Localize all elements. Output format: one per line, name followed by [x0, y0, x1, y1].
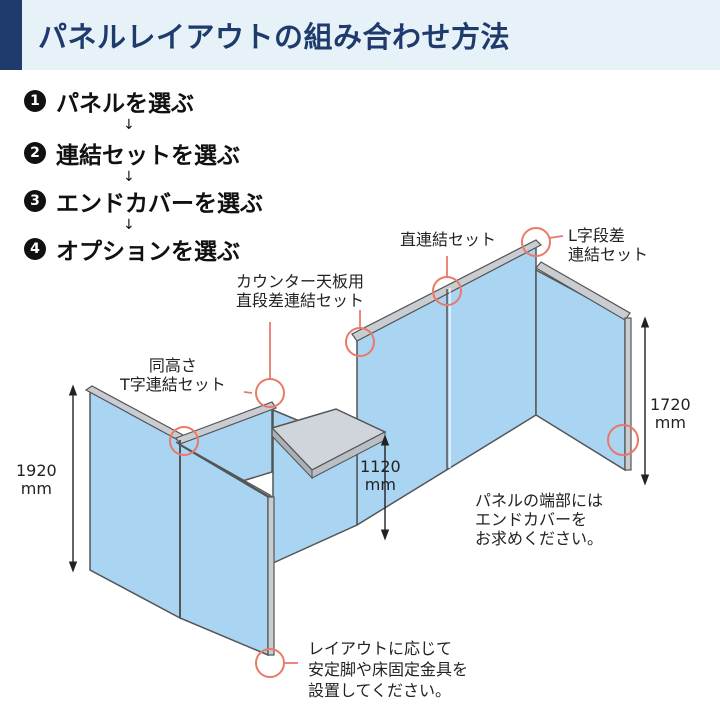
- dimension-label-1120: 1120 mm: [360, 458, 401, 494]
- callout-stand-legs: レイアウトに応じて 安定脚や床固定金具を 設置してください。: [308, 638, 468, 701]
- step-4: 4 オプションを選ぶ: [24, 234, 240, 265]
- right-panel-end-cover: [624, 317, 632, 471]
- dimension-label-1920: 1920 mm: [16, 462, 57, 498]
- step-number-1: 1: [24, 90, 46, 112]
- dimension-value-1120: 1120: [360, 457, 401, 476]
- header: パネルレイアウトの組み合わせ方法: [0, 0, 720, 70]
- callout-end-cover-line-2: エンドカバーを: [475, 510, 588, 529]
- callout-stand-legs-line-3: 設置してください。: [308, 681, 452, 700]
- callout-l-step-line-2: 連結セット: [568, 245, 649, 264]
- right-panel: [535, 268, 626, 472]
- callout-l-step-line-1: L字段差: [568, 226, 625, 245]
- dimension-unit-1920: mm: [20, 479, 52, 498]
- right-panel-top: [535, 261, 631, 321]
- step-label-1: パネルを選ぶ: [56, 91, 194, 117]
- callout-l-step: L字段差 連結セット: [568, 226, 648, 264]
- leader-l-step: [548, 235, 564, 239]
- step-arrow-down-icon: ↓: [123, 117, 135, 133]
- callout-t-connection-line-2: T字連結セット: [120, 375, 226, 394]
- callout-end-cover: パネルの端部には エンドカバーを お求めください。: [475, 491, 603, 548]
- callout-stand-legs-line-2: 安定脚や床固定金具を: [308, 660, 469, 679]
- dimension-value-1720: 1720: [650, 395, 691, 414]
- callout-counter-top-line-1: カウンター天板用: [236, 272, 365, 291]
- front-panel-end-cover: [267, 496, 275, 656]
- step-number-3: 3: [24, 190, 46, 212]
- highlight-circle-l-step: [521, 227, 551, 257]
- header-accent-bar: [0, 0, 22, 70]
- highlight-circle-t-joint: [169, 426, 199, 456]
- dimension-unit-1720: mm: [654, 413, 686, 432]
- step-number-4: 4: [24, 238, 46, 260]
- step-number-2: 2: [24, 142, 46, 164]
- step-1: 1 パネルを選ぶ: [24, 86, 194, 117]
- step-label-2: 連結セットを選ぶ: [56, 143, 240, 169]
- step-label-4: オプションを選ぶ: [56, 239, 240, 265]
- callout-counter-top: カウンター天板用 直段差連結セット: [236, 272, 364, 310]
- dimension-value-1920: 1920: [16, 461, 57, 480]
- dimension-label-1720: 1720 mm: [650, 396, 691, 432]
- callout-direct-connection: 直連結セット: [400, 230, 497, 249]
- callout-end-cover-line-3: お求めください。: [475, 529, 604, 548]
- highlight-circle-end-cover: [607, 424, 639, 456]
- step-2: 2 連結セットを選ぶ: [24, 138, 240, 169]
- step-arrow-down-icon: ↓: [123, 217, 135, 233]
- callout-t-connection-line-1: 同高さ: [148, 356, 197, 375]
- leader-t-connection: [243, 391, 253, 394]
- dimension-unit-1120: mm: [364, 475, 396, 494]
- step-arrow-down-icon: ↓: [123, 169, 135, 185]
- step-label-3: エンドカバーを選ぶ: [56, 191, 263, 217]
- step-3: 3 エンドカバーを選ぶ: [24, 186, 263, 217]
- stem-panel-top: [175, 401, 277, 445]
- callout-t-connection: 同高さ T字連結セット: [120, 356, 226, 394]
- callout-counter-top-line-2: 直段差連結セット: [236, 291, 365, 310]
- page-title: パネルレイアウトの組み合わせ方法: [38, 20, 511, 54]
- callout-end-cover-line-1: パネルの端部には: [475, 491, 604, 510]
- callout-stand-legs-line-1: レイアウトに応じて: [308, 639, 453, 658]
